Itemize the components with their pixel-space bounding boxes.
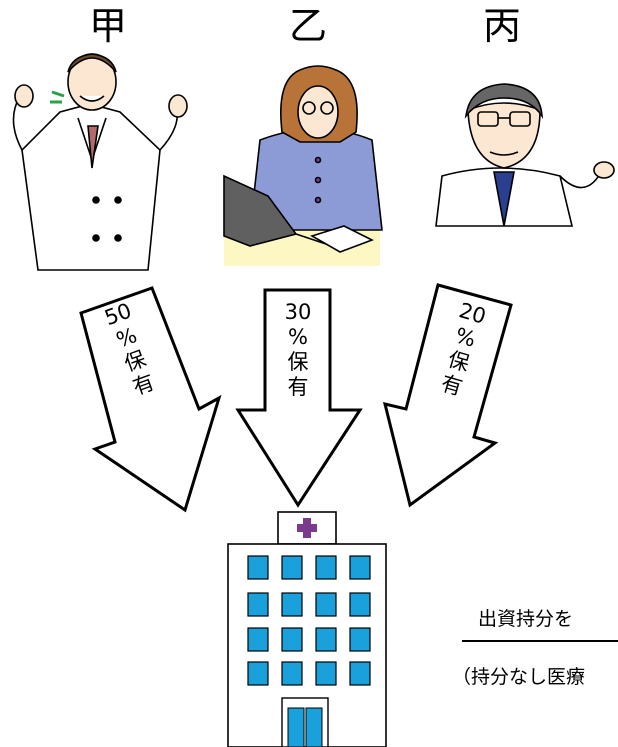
woman-at-laptop-illustration (223, 65, 383, 266)
share-label-b-percent: 30 (284, 300, 312, 324)
hospital-window (247, 592, 269, 617)
share-arrow-a (79, 286, 222, 513)
hospital-window (349, 661, 371, 686)
hospital-window (315, 661, 337, 686)
hospital-window (315, 555, 337, 580)
hospital-window (281, 555, 303, 580)
caption-main: 出資持分を (478, 608, 574, 630)
hospital-window (281, 592, 303, 617)
share-label-b-char1: 保 (287, 350, 309, 374)
share-label-b-char2: 有 (287, 375, 309, 399)
hospital-window (349, 555, 371, 580)
hospital-illustration (227, 511, 387, 747)
hospital-window (315, 592, 337, 617)
holder-name-a: 甲 (88, 4, 127, 48)
share-label-b-sign: % (288, 325, 308, 349)
hospital-window (247, 555, 269, 580)
share-label-b: 30 % 保 有 (284, 300, 312, 400)
caption-sub: （持分なし医療 (452, 666, 586, 688)
share-arrow-c (382, 283, 513, 508)
share-arrow-b (235, 288, 363, 508)
hospital-window (247, 661, 269, 686)
hospital-window (349, 592, 371, 617)
hospital-window (281, 661, 303, 686)
hospital-window (315, 627, 337, 652)
holder-name-c: 丙 (482, 4, 521, 48)
caption-divider (462, 640, 618, 642)
holder-name-b: 乙 (288, 4, 327, 48)
hospital-window (247, 627, 269, 652)
hospital-window (349, 627, 371, 652)
hospital-window (281, 627, 303, 652)
man-with-glasses-illustration (435, 83, 615, 227)
doctor-illustration (12, 53, 188, 271)
